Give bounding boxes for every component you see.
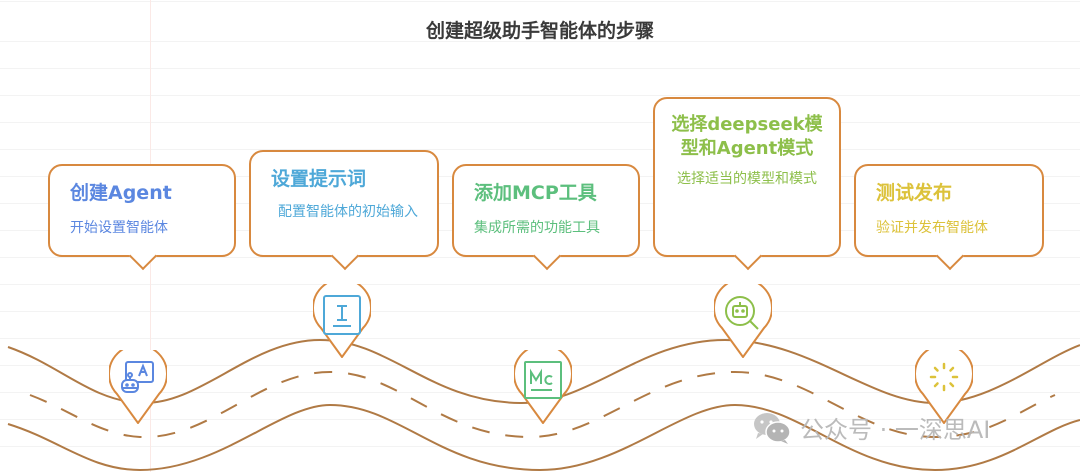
pin-step-5 [915, 350, 973, 424]
step-card-3: 添加MCP工具 集成所需的功能工具 [452, 164, 640, 257]
step-5-desc: 验证并发布智能体 [876, 220, 988, 236]
step-5-title: 测试发布 [876, 182, 953, 204]
step-card-2: 设置提示词 配置智能体的初始输入 [249, 150, 439, 257]
loading-spinner-icon [929, 362, 959, 392]
diagram-title: 创建超级助手智能体的步骤 [425, 20, 654, 42]
step-4-title: 选择deepseek模型和Agent模式 [671, 114, 823, 159]
text-cursor-icon [323, 295, 361, 335]
step-card-5: 测试发布 验证并发布智能体 [854, 164, 1044, 257]
watermark-text: 公众号 · 一深思AI [800, 416, 991, 444]
pin-step-2 [313, 284, 371, 358]
mc-box-icon [524, 361, 562, 399]
step-card-4: 选择deepseek模型和Agent模式 选择适当的模型和模式 [653, 97, 841, 257]
step-3-title: 添加MCP工具 [474, 182, 597, 204]
pin-step-4 [714, 284, 772, 358]
step-4-desc: 选择适当的模型和模式 [677, 171, 817, 187]
pin-step-1 [109, 350, 167, 424]
pin-step-3 [514, 350, 572, 424]
wechat-icon [754, 412, 791, 444]
step-3-desc: 集成所需的功能工具 [474, 220, 600, 236]
robot-board-icon [121, 361, 154, 393]
watermark: 公众号 · 一深思AI [752, 410, 990, 445]
step-1-desc: 开始设置智能体 [70, 220, 168, 236]
step-1-title: 创建Agent [70, 182, 172, 204]
step-2-desc: 配置智能体的初始输入 [278, 204, 418, 220]
step-2-title: 设置提示词 [271, 168, 367, 190]
robot-search-icon [725, 296, 759, 330]
step-card-1: 创建Agent 开始设置智能体 [48, 164, 236, 257]
